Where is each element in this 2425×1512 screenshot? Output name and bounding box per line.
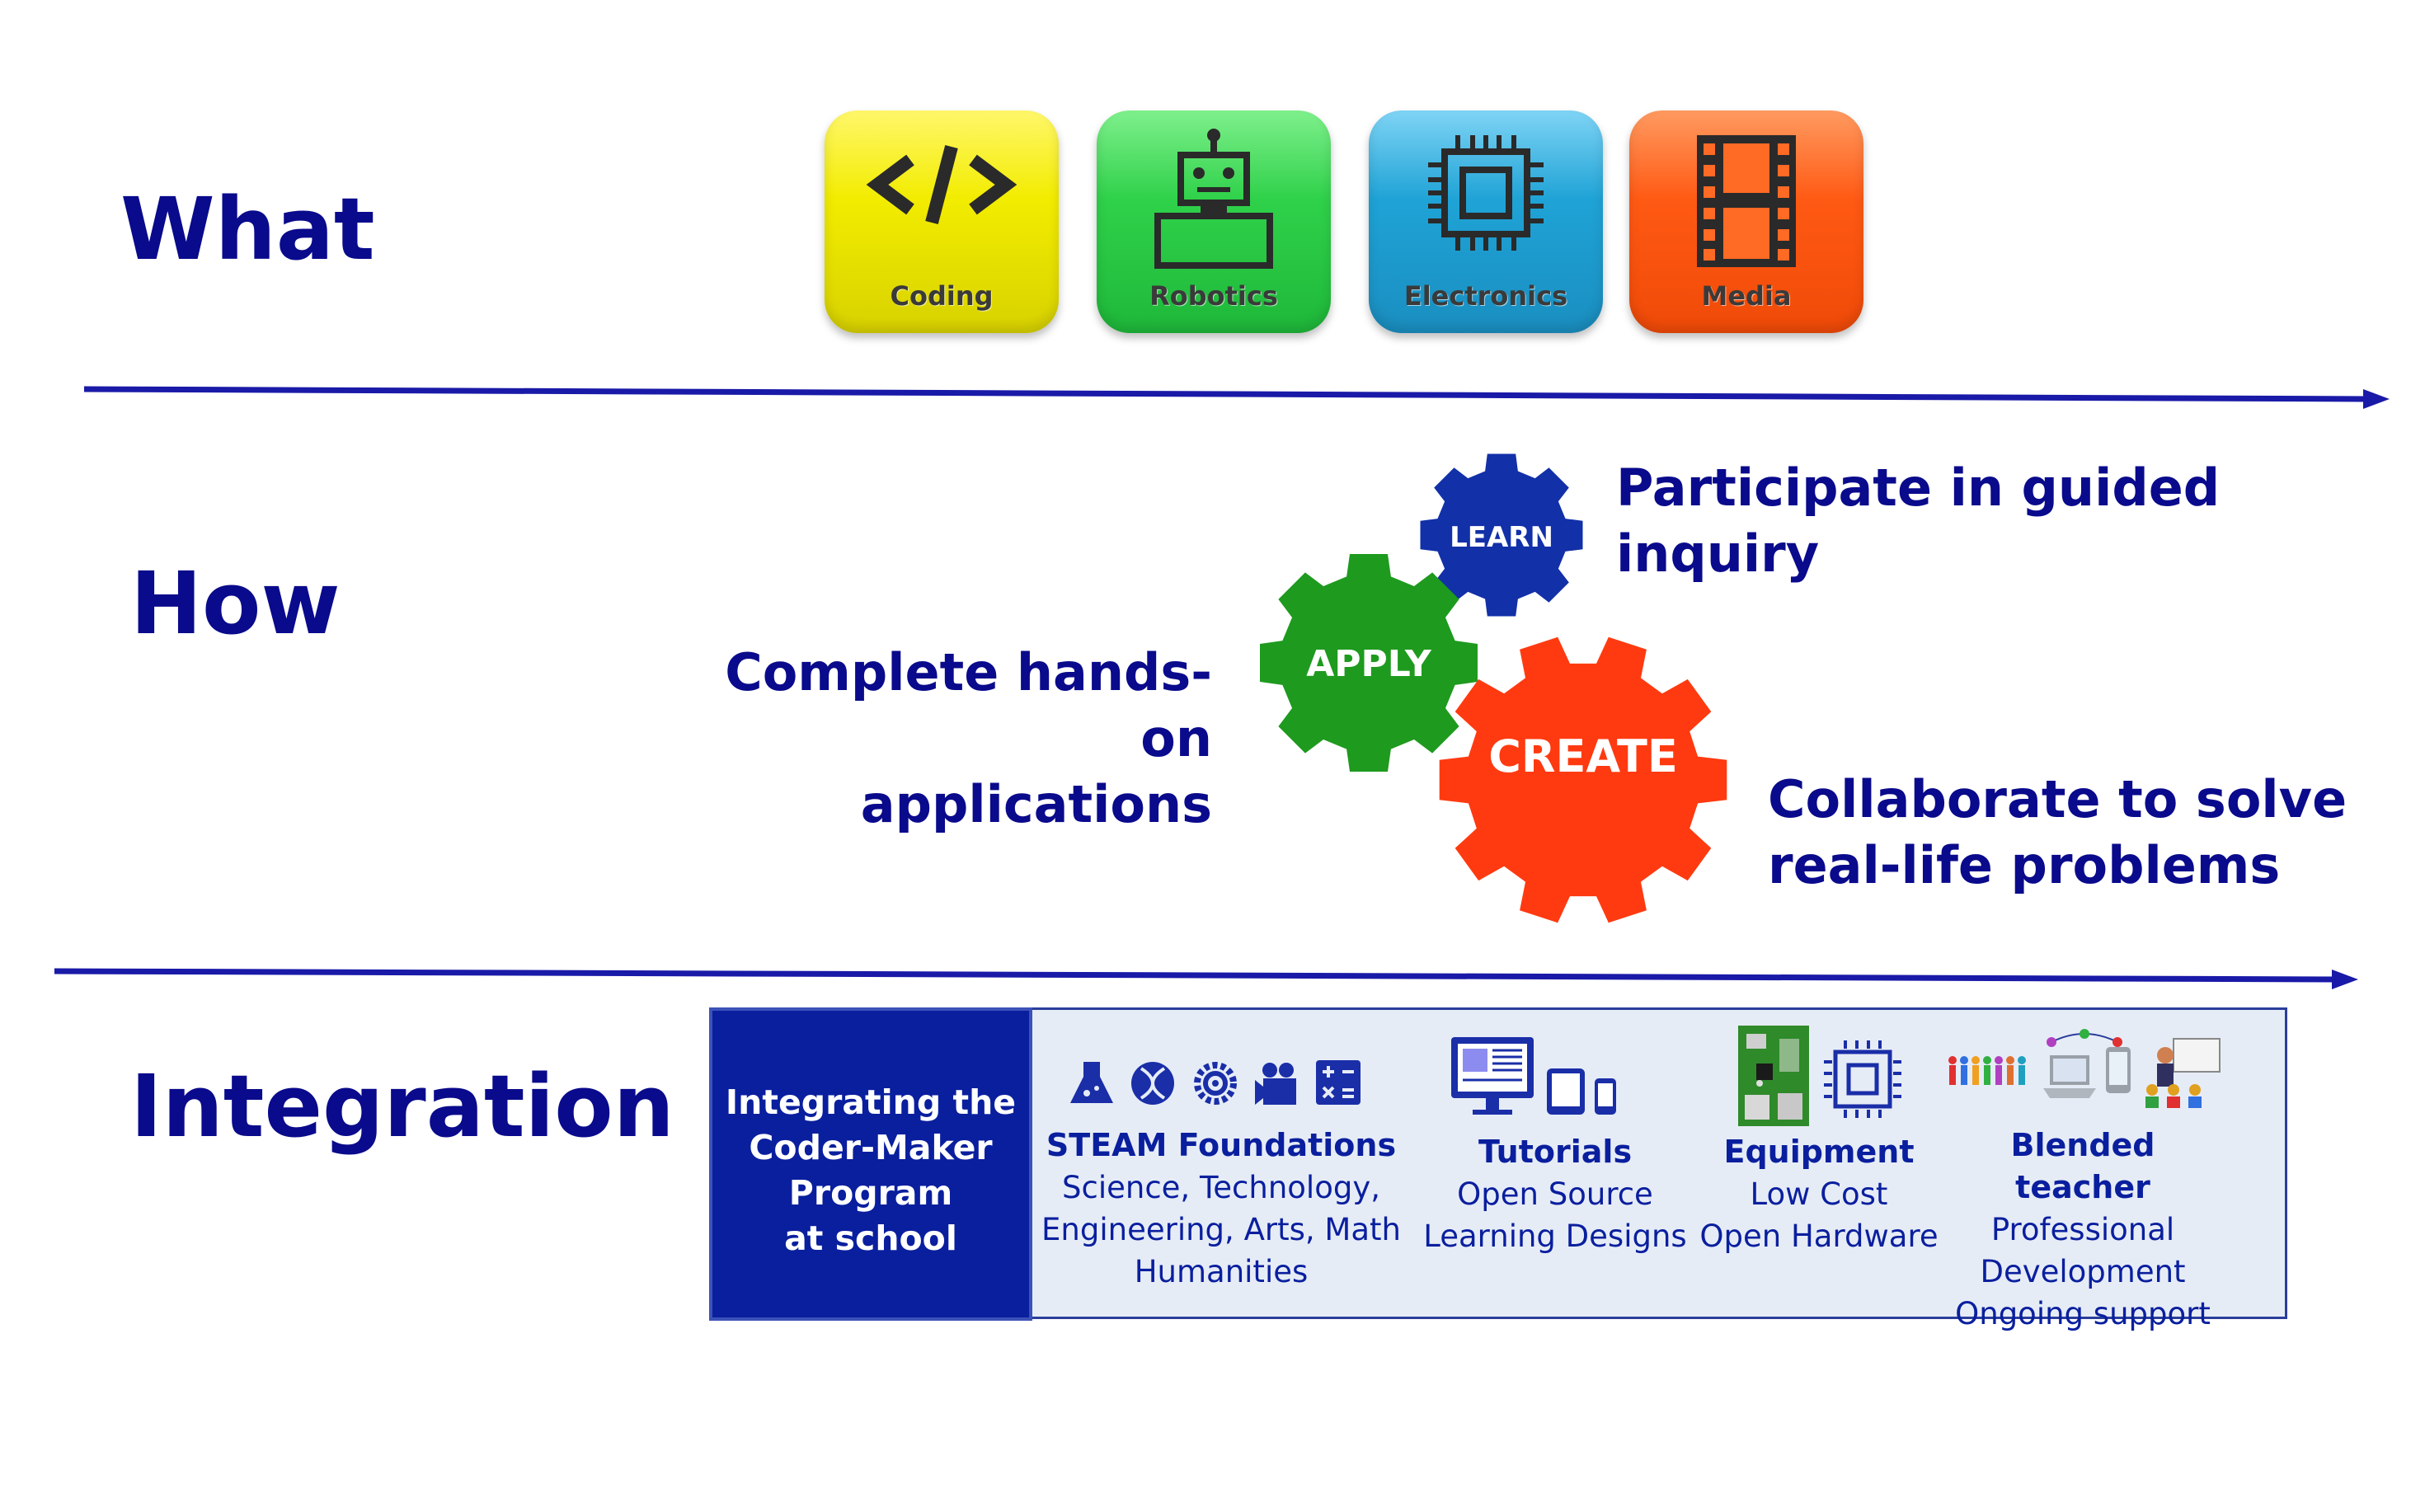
learn-line-1: Participate in guided [1616,458,2221,518]
apply-description: Complete hands-on applications [709,640,1212,838]
steam-line-1: Science, Technology, [1062,1170,1380,1205]
robotics-tile: Robotics [1097,110,1331,333]
blended-icons [1948,1029,2221,1108]
steam-line-3: Humanities [1134,1254,1309,1289]
equipment-line-2: Open Hardware [1699,1219,1939,1254]
program-box: Integrating the Coder-Maker Program at s… [709,1007,1032,1321]
blended-heading: Blended teacher [2010,1127,2155,1205]
equipment-heading: Equipment [1723,1134,1915,1170]
gear-create-shape [1439,636,1727,923]
how-integration-divider-arrow [54,968,2358,989]
blended-line-3: Ongoing support [1955,1296,2211,1331]
laptop-icon [2043,1055,2096,1098]
equipment-icons [1738,1026,1901,1126]
code-icon [866,144,1017,225]
mobile-icon [2106,1047,2131,1093]
coding-label: Coding [890,280,994,312]
chip-icon [1428,135,1544,251]
apply-gear: APPLY [1260,554,1478,772]
electronics-label: Electronics [1403,280,1568,312]
gear-learn-shape [1420,453,1583,617]
tutorials-column: Tutorials Open Source Learning Designs [1415,1131,1695,1257]
monitor-icon [1451,1037,1534,1115]
camera-icon [1255,1063,1296,1105]
robot-icon [1154,129,1273,269]
film-icon [1697,135,1796,267]
program-line-2: Coder-Maker [749,1128,993,1167]
section-what-label: What [120,179,375,279]
section-integration-label: Integration [130,1056,674,1157]
media-label: Media [1701,280,1792,312]
gear-apply-shape [1260,554,1478,772]
people-icon [1948,1056,2026,1085]
create-description: Collaborate to solve real-life problems [1768,767,2347,899]
create-gear: CREATE [1439,636,1727,923]
equipment-line-1: Low Cost [1750,1176,1888,1212]
blended-line-2: Development [1980,1254,2186,1289]
section-how-label: How [130,553,341,654]
gear-icon [1194,1062,1237,1105]
tutorials-icons [1451,1037,1616,1115]
apply-gear-label: APPLY [1306,643,1432,685]
program-line-3: Program [788,1173,953,1213]
what-how-divider-arrow [83,386,2390,409]
chip-outline-icon [1824,1040,1901,1118]
phone-icon [1595,1078,1616,1115]
steam-line-2: Engineering, Arts, Math [1041,1212,1401,1247]
tutorials-heading: Tutorials [1478,1134,1633,1170]
coding-tile: Coding [825,110,1059,333]
steam-icons [1070,1060,1361,1105]
create-gear-label: CREATE [1488,730,1677,782]
teacher-icon [2145,1038,2221,1108]
flask-icon [1070,1062,1113,1103]
apply-line-2: applications [860,774,1212,834]
circuit-board-icon [1738,1026,1809,1126]
dna-icon [1131,1062,1174,1105]
learn-gear: LEARN [1420,453,1583,617]
steam-column: STEAM Foundations Science, Technology, E… [1036,1125,1407,1293]
create-line-1: Collaborate to solve [1768,769,2347,829]
learn-gear-label: LEARN [1450,521,1553,554]
blended-column: Blended teacher Professional Development… [1943,1125,2223,1335]
electronics-tile: Electronics [1369,110,1603,333]
tablet-icon [1547,1068,1585,1115]
calculator-icon [1316,1060,1361,1105]
tutorials-line-2: Learning Designs [1423,1219,1687,1254]
program-line-1: Integrating the [725,1082,1017,1122]
create-line-2: real-life problems [1768,835,2281,895]
blended-line-1: Professional [1990,1212,2175,1247]
tutorials-line-1: Open Source [1457,1176,1653,1212]
steam-heading: STEAM Foundations [1046,1127,1397,1163]
learn-line-2: inquiry [1616,524,1820,584]
equipment-column: Equipment Low Cost Open Hardware [1695,1131,1943,1257]
program-line-4: at school [784,1219,957,1258]
media-tile: Media [1629,110,1863,333]
network-icon [2047,1029,2122,1047]
robotics-label: Robotics [1149,280,1278,312]
learn-description: Participate in guided inquiry [1616,455,2220,587]
apply-line-1: Complete hands-on [725,642,1212,768]
